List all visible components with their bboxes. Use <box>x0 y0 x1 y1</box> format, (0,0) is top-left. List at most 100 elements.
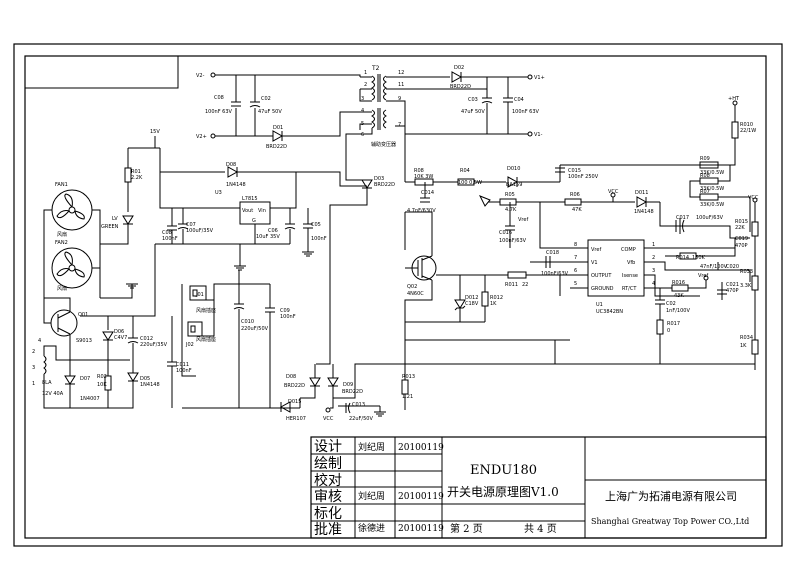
component-label-r017: R017 <box>667 321 680 327</box>
component-label-q02-val: 4N60C <box>407 291 424 297</box>
component-label-fan-label2: 风扇 <box>57 285 67 292</box>
component-label-d06-val: C4V7 <box>114 335 127 341</box>
component-label-k3: 3 <box>32 365 35 371</box>
component-label-r011-val: 22 <box>522 282 528 288</box>
component-label-d08: D08 <box>226 162 236 168</box>
component-label-fan1: FAN1 <box>55 182 68 188</box>
component-label-j02: J02 <box>185 342 194 348</box>
component-label-r034-val: 1K <box>740 343 747 349</box>
label-v2-plus: V2+ <box>196 134 207 140</box>
fan-section: FAN1 风扇 FAN2 风扇 <box>43 182 129 298</box>
component-label-d07-val: 1N4007 <box>80 396 100 402</box>
component-label-c019-val: 470P <box>735 243 748 249</box>
approve-label: 批准 <box>314 522 342 538</box>
component-label-c020-val: 47nF/100V <box>700 264 728 270</box>
component-label-r09: R09 <box>700 156 710 162</box>
component-label-d01-val: BRD22D <box>266 144 287 150</box>
corner-notch <box>25 56 179 89</box>
component-label-ip8: 8 <box>574 242 577 248</box>
fan2-icon <box>51 247 93 289</box>
component-label-q01-val: S9013 <box>76 338 92 344</box>
component-label-pin12: 12 <box>398 70 404 76</box>
component-label-gnd-u3: G <box>252 218 256 224</box>
drawing-title: 开关电源原理图V1.0 <box>447 485 559 499</box>
component-label-r07: R07 <box>700 189 710 195</box>
component-label-c04-val: 100nF 63V <box>512 109 540 115</box>
model-number: ENDU180 <box>470 463 537 478</box>
component-label-u3: U3 <box>215 190 222 196</box>
component-label-r09-val: 33K/0.5W <box>700 170 724 176</box>
component-label-d010-val: BA159 <box>506 182 522 188</box>
component-label-c05: C05 <box>311 222 321 228</box>
component-label-r05-val: 4.7K <box>505 207 517 213</box>
component-label-ip6: 6 <box>574 268 577 274</box>
total-pages: 共 4 页 <box>524 523 557 535</box>
component-label-d011-val: 1N4148 <box>634 209 654 215</box>
company-name-cn: 上海广为拓浦电源有限公司 <box>605 489 737 503</box>
component-label-pin4: 4 <box>361 108 364 114</box>
component-label-c08: C08 <box>214 95 224 101</box>
component-label-r01: R01 <box>131 169 141 175</box>
component-label-r07-val: 33K/0.5W <box>700 202 724 208</box>
component-label-c05-val: 100nF <box>311 236 327 242</box>
component-label-v15: 15V <box>150 129 160 135</box>
component-label-r02: R02 <box>97 374 107 380</box>
component-label-c017-val: 100uF/63V <box>696 215 724 221</box>
component-label-c013: C013 <box>352 402 365 408</box>
component-label-d010: D010 <box>507 166 520 172</box>
snubber-section: R08 10K 3W C014 4.7nF/630V R04 100 0.5W … <box>395 125 751 232</box>
component-label-relay-val: 12V 40A <box>42 391 64 397</box>
component-label-green: GREEN <box>101 224 119 230</box>
component-label-j01-lbl: 风扇插座 <box>196 307 216 314</box>
label-v2-minus: V2- <box>196 73 205 79</box>
designer-name: 刘纪周 <box>358 441 385 453</box>
component-label-c010-val: 220uF/50V <box>241 326 269 332</box>
component-label-c02: C02 <box>261 96 271 102</box>
component-label-d07: D07 <box>80 376 90 382</box>
component-label-c014: C014 <box>421 190 434 196</box>
component-label-c011: C011 <box>176 362 189 368</box>
component-label-j02-lbl: 风扇插座 <box>196 336 216 343</box>
component-label-fan-label1: 风扇 <box>57 231 67 238</box>
component-label-vcc3: VCC <box>323 416 334 422</box>
component-label-c07-val: 100uF/35V <box>186 228 214 234</box>
component-label-c07: C07 <box>186 222 196 228</box>
component-label-vcc1: VCC <box>608 189 619 195</box>
component-label-c08b-val: 100nF <box>162 236 178 242</box>
component-label-r06-val: 47K <box>572 207 582 213</box>
component-label-c018: C018 <box>546 250 559 256</box>
component-label-c09: C09 <box>280 308 290 314</box>
component-label-d012-val: C18V <box>465 301 479 307</box>
component-label-r013: R013 <box>402 374 415 380</box>
component-label-r08: R08 <box>414 168 424 174</box>
approver-name: 徐德进 <box>358 522 385 534</box>
component-label-v1-minus: V1- <box>534 132 543 138</box>
component-label-r08b-val: 33K/0.5W <box>700 186 724 192</box>
component-label-pin6: 6 <box>361 132 364 138</box>
component-label-r015-val: 22K <box>735 225 745 231</box>
component-label-c02b-val: 1nF/100V <box>666 308 690 314</box>
component-label-c021-val: 470P <box>726 288 739 294</box>
reviewer-name: 刘纪周 <box>358 490 385 502</box>
component-label-c016: C016 <box>499 230 512 236</box>
component-label-pin1: 1 <box>364 70 367 76</box>
component-label-d09-val: BRD22D <box>342 389 363 395</box>
component-label-r08-val: 10K 3W <box>414 174 433 180</box>
component-label-c09-val: 100nF <box>280 314 296 320</box>
component-label-pin3: 3 <box>361 96 364 102</box>
component-label-c015: C015 <box>568 168 581 174</box>
component-label-ic-ground: GROUND <box>591 286 614 292</box>
component-label-d08-val: 1N4148 <box>226 182 246 188</box>
component-label-k2: 2 <box>32 349 35 355</box>
component-label-d015: D015 <box>288 399 301 405</box>
component-label-d05: D05 <box>140 376 150 382</box>
component-label-d08c-val: BRD22D <box>284 383 305 389</box>
component-label-r010: R010 <box>740 122 753 128</box>
component-label-c02b: C02 <box>666 301 676 307</box>
component-label-vref2: Vref <box>698 273 708 279</box>
component-label-c08-val: 100nF 63V <box>205 109 233 115</box>
secondary-output: D02 BRD22D V1+ C03 47uF 50V C04 100nF 63… <box>395 65 545 138</box>
component-label-lv: LV <box>112 216 118 222</box>
component-label-c014-val: 4.7nF/630V <box>407 208 436 214</box>
component-label-pin7: 7 <box>398 122 401 128</box>
